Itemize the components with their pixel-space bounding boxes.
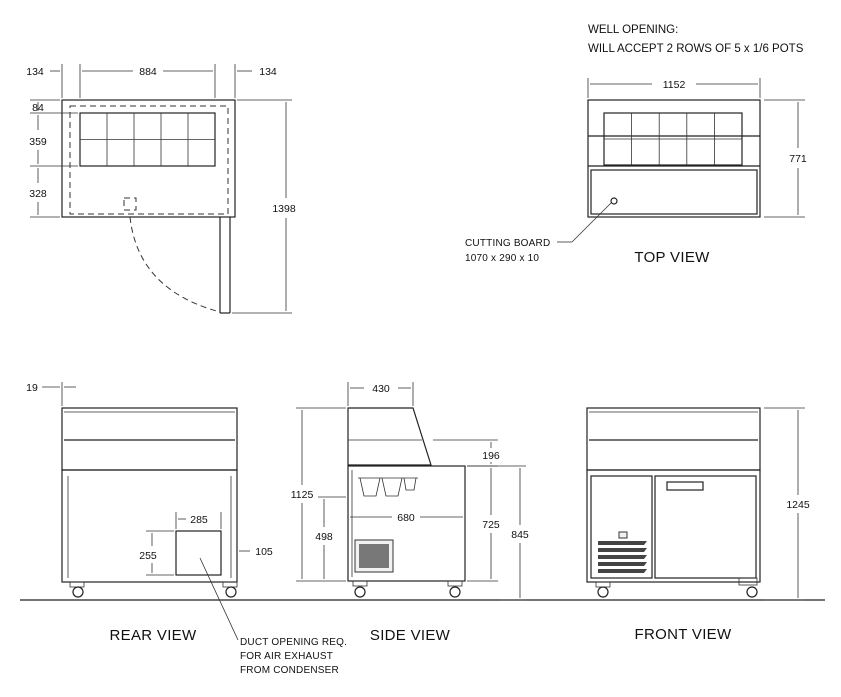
top-view: CUTTING BOARD 1070 x 290 x 10 1152 771 T… — [465, 78, 807, 266]
dim-side-lower: 498 — [315, 531, 333, 543]
duct-note-1: DUCT OPENING REQ. — [240, 637, 347, 648]
dim-side-top-depth: 430 — [372, 383, 390, 395]
dim-side-body-depth: 680 — [397, 512, 415, 524]
side-view-label: SIDE VIEW — [370, 627, 451, 644]
cutting-board-label: CUTTING BOARD — [465, 238, 550, 249]
front-view: 1245 FRONT VIEW — [586, 407, 810, 643]
cutting-board-size: 1070 x 290 x 10 — [465, 253, 539, 264]
dim-side-body-height: 725 — [482, 519, 500, 531]
dim-side-overall-height: 1125 — [291, 489, 314, 501]
dim-side-counter-height: 845 — [511, 529, 529, 541]
dim-plan-opening-width: 884 — [139, 66, 157, 78]
dim-plan-bottom-offset: 328 — [29, 188, 47, 200]
well-opening-detail: WILL ACCEPT 2 ROWS OF 5 x 1/6 POTS — [588, 43, 804, 55]
dim-duct-base: 105 — [255, 546, 273, 558]
dim-plan-right-offset: 134 — [259, 66, 277, 78]
front-view-label: FRONT VIEW — [635, 626, 732, 643]
rear-view: 19 285 255 105 DUCT OPENING REQ. FOR AIR… — [26, 382, 347, 676]
dim-plan-top-offset: 84 — [32, 102, 44, 114]
well-opening-heading: WELL OPENING: — [588, 24, 678, 36]
duct-note-3: FROM CONDENSER — [240, 665, 339, 676]
dim-front-height: 1245 — [786, 499, 810, 511]
dim-plan-left-offset: 134 — [26, 66, 44, 78]
dim-rear-offset: 19 — [26, 382, 38, 394]
dim-top-depth: 771 — [789, 153, 807, 165]
dim-duct-width: 285 — [190, 514, 208, 526]
rear-view-label: REAR VIEW — [110, 627, 197, 644]
dim-plan-opening-depth: 359 — [29, 136, 47, 148]
dim-side-well-drop: 196 — [482, 450, 500, 462]
dim-plan-overall-depth: 1398 — [272, 203, 296, 215]
side-view: 430 1125 498 680 196 725 845 SIDE V — [291, 382, 529, 644]
duct-note-2: FOR AIR EXHAUST — [240, 651, 333, 662]
plan-view: 884 134 134 84 359 328 1398 — [26, 64, 296, 314]
top-view-label: TOP VIEW — [634, 249, 710, 266]
louver-grille — [598, 541, 647, 573]
dim-duct-height: 255 — [139, 550, 157, 562]
dim-top-width: 1152 — [663, 79, 686, 91]
